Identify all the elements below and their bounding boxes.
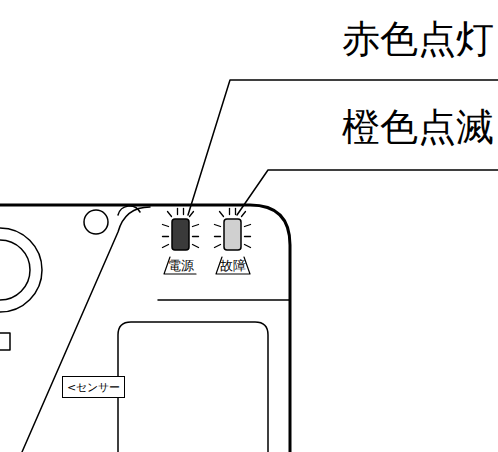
display-window [118, 322, 268, 452]
light-ray [193, 245, 199, 248]
light-ray [215, 245, 221, 248]
light-ray [215, 236, 221, 237]
fault-led [224, 219, 241, 250]
led-label: 故障 [220, 259, 246, 272]
light-ray [220, 212, 224, 217]
leader-line [237, 170, 498, 215]
light-rays [163, 209, 251, 248]
light-ray [193, 225, 199, 227]
leader-line [188, 80, 498, 215]
panel-line [158, 299, 290, 301]
light-ray [163, 225, 169, 227]
button-label: <センサー [67, 382, 120, 393]
light-ray [245, 225, 251, 227]
light-ray [235, 209, 236, 215]
sensor-button: <センサー [62, 376, 125, 398]
housing-outline [0, 205, 290, 452]
panel-edge [22, 207, 150, 452]
light-ray [245, 236, 251, 237]
callout-label: 橙色点滅 [342, 108, 494, 146]
led-label: 電源 [168, 259, 194, 272]
callout-label: 赤色点灯 [342, 20, 494, 58]
power-led [172, 219, 189, 250]
light-ray [163, 236, 169, 237]
edge-fragment [0, 333, 10, 350]
light-ray [168, 212, 172, 217]
light-ray [245, 245, 251, 248]
light-ray [193, 236, 199, 237]
round-button [84, 210, 108, 234]
light-ray [242, 212, 246, 217]
dial-inner [0, 240, 30, 300]
light-ray [163, 245, 169, 248]
light-ray [190, 212, 194, 217]
label-bracket [164, 257, 250, 274]
light-ray [229, 209, 230, 215]
light-ray [177, 209, 178, 215]
dial-outline [0, 228, 42, 312]
light-ray [183, 209, 184, 215]
light-ray [215, 225, 221, 227]
